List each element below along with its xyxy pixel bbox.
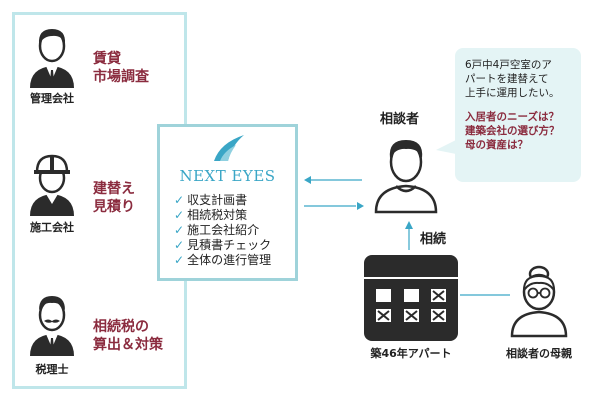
bubble-line: パートを建替えて (465, 73, 549, 85)
bubble-line: 6戸中4戸空室のア (465, 59, 552, 71)
mother-connector (460, 294, 510, 296)
apartment-caption: 築46年アパート (370, 347, 452, 360)
check-icon: ✓ (174, 253, 185, 267)
tax-caption: 税理士 (35, 363, 69, 376)
check-icon: ✓ (174, 238, 185, 252)
bubble-tail (436, 140, 456, 154)
manager-caption: 管理会社 (30, 92, 74, 105)
inheritance-arrow (405, 221, 413, 250)
service-list: ✓収支計画書 ✓相続税対策 ✓施工会社紹介 ✓見積書チェック ✓全体の進行管理 (174, 193, 271, 268)
construction-caption: 施工会社 (30, 221, 74, 234)
next-eyes-box: NEXT EYES ✓収支計画書 ✓相続税対策 ✓施工会社紹介 ✓見積書チェック… (157, 124, 298, 281)
manager-person-icon (30, 29, 74, 88)
client-label: 相談者 (380, 112, 420, 127)
tax-accountant-icon (30, 296, 74, 356)
mother-person-icon (510, 265, 568, 338)
bubble-text: 6戸中4戸空室のア パートを建替えて 上手に運用したい。 入居者のニーズは？ 建… (465, 58, 560, 152)
inheritance-label: 相続 (420, 232, 447, 247)
arrow-right-head-icon (357, 202, 364, 210)
speech-bubble: 6戸中4戸空室のア パートを建替えて 上手に運用したい。 入居者のニーズは？ 建… (455, 48, 581, 182)
service-item: ✓施工会社紹介 (174, 223, 260, 237)
client-person-icon (374, 140, 438, 214)
manager-task-line2: 市場調査 (93, 69, 149, 85)
arrow-up-head-icon (405, 221, 413, 229)
check-icon: ✓ (174, 193, 185, 207)
tax-task-line1: 相続税の (93, 319, 149, 335)
next-eyes-logo: NEXT EYES (179, 167, 276, 185)
bubble-line: 上手に運用したい。 (465, 87, 560, 99)
manager-task-line1: 賃貸 (93, 51, 121, 67)
service-item: ✓全体の進行管理 (174, 253, 272, 267)
service-item: ✓収支計画書 (174, 193, 248, 207)
bubble-question: 入居者のニーズは？ (465, 111, 559, 123)
bubble-question: 建築会社の選び方？ (465, 125, 560, 137)
service-item: ✓見積書チェック (174, 238, 272, 252)
tax-task-line2: 算出＆対策 (93, 337, 163, 353)
construction-worker-icon (30, 154, 74, 216)
check-icon: ✓ (174, 223, 185, 237)
mother-caption: 相談者の母親 (506, 347, 572, 360)
arrow-left-head-icon (304, 176, 311, 184)
wing-logo-icon (214, 135, 244, 161)
service-item: ✓相続税対策 (174, 208, 248, 222)
construction-task-line2: 見積り (93, 199, 135, 215)
flow-arrows (304, 176, 364, 210)
bubble-question: 母の資産は？ (465, 139, 528, 151)
construction-task-line1: 建替え (93, 181, 135, 197)
window-vacant (376, 289, 391, 302)
apartment-building-icon (364, 255, 458, 341)
check-icon: ✓ (174, 208, 185, 222)
